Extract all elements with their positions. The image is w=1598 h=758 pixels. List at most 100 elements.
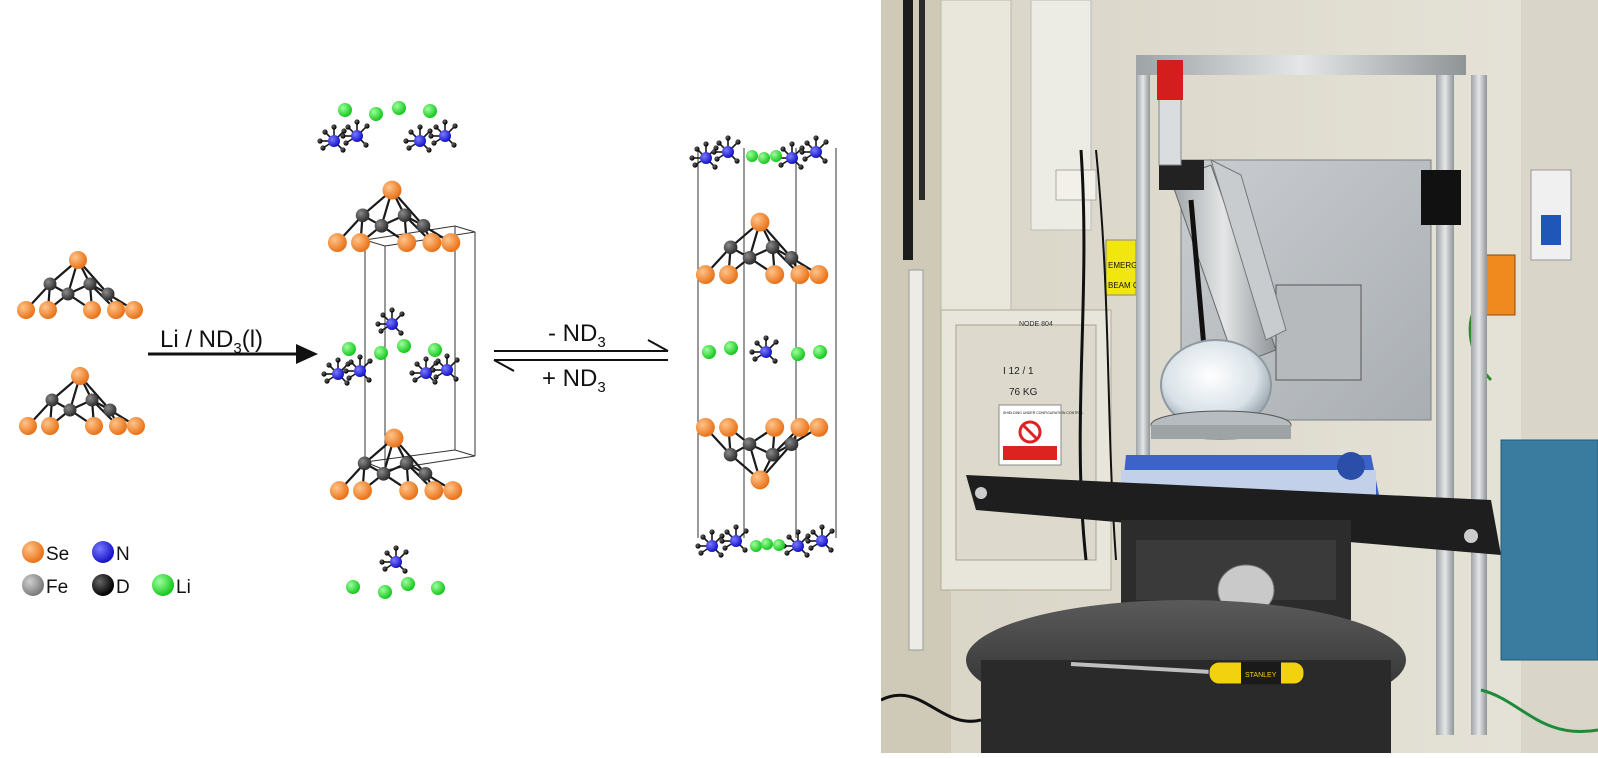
d-atom <box>804 140 810 146</box>
forward-label-subscript: 3 <box>233 340 241 357</box>
d-atom <box>772 358 778 364</box>
d-atom <box>348 359 354 365</box>
d-atom <box>324 378 330 384</box>
li-atom <box>750 540 762 552</box>
carbon-support-beam <box>966 475 1501 555</box>
d-atom <box>322 129 328 135</box>
d-atom <box>454 357 460 363</box>
d-atom <box>795 529 801 535</box>
d-atom <box>725 135 731 141</box>
fe-atom <box>399 456 414 471</box>
d-atom <box>340 133 346 139</box>
fe-atom <box>416 218 431 233</box>
li-atom <box>813 345 827 359</box>
d-atom <box>786 534 792 540</box>
n-atom <box>332 368 344 380</box>
n-atom <box>810 146 822 158</box>
n-atom <box>786 152 798 164</box>
se-atom <box>750 212 770 232</box>
fe-atom <box>765 240 780 255</box>
d-atom <box>714 156 720 162</box>
n-atom <box>706 540 718 552</box>
se-atom <box>327 233 347 253</box>
d-atom <box>399 311 405 317</box>
d-atom <box>320 145 326 151</box>
n-atom <box>351 130 363 142</box>
d-atom <box>805 533 811 539</box>
emergency-sign-line-2: BEAM C <box>1108 281 1139 290</box>
n-atom <box>390 556 402 568</box>
legend-n-label: N <box>116 544 130 565</box>
deammoniation-label: - ND3 <box>548 320 606 351</box>
se-atom <box>109 417 127 435</box>
d-atom <box>828 547 834 553</box>
d-atom <box>698 550 704 556</box>
fe-atom <box>784 437 799 452</box>
li-atom <box>392 101 406 115</box>
d-atom <box>430 367 436 373</box>
se-atom <box>69 251 87 269</box>
legend-fe-swatch <box>22 574 44 596</box>
se-atom <box>397 233 417 253</box>
fe-atom <box>101 287 115 301</box>
li-atom <box>423 104 437 118</box>
d-atom <box>378 328 384 334</box>
unit-cell-edge <box>364 225 456 241</box>
d-atom <box>321 371 327 377</box>
d-atom <box>427 128 433 134</box>
se-atom <box>809 417 829 437</box>
d-atom <box>773 339 779 345</box>
unit-cell-edge <box>454 449 476 457</box>
fe-atom <box>355 208 370 223</box>
reverse-top-main: - ND <box>548 320 597 347</box>
d-atom <box>763 335 769 341</box>
d-atom <box>734 158 740 164</box>
d-atom <box>409 370 415 376</box>
d-atom <box>382 566 388 572</box>
li-atom <box>401 577 415 591</box>
li-atom <box>758 152 770 164</box>
d-atom <box>692 162 698 168</box>
forward-label-tail: (l) <box>242 326 263 353</box>
d-atom <box>375 321 381 327</box>
li-atom <box>773 539 785 551</box>
li-atom <box>724 341 738 355</box>
fe-atom <box>61 287 75 301</box>
se-atom <box>399 481 419 501</box>
se-atom <box>424 481 444 501</box>
se-atom <box>39 301 57 319</box>
d-atom <box>689 155 695 161</box>
screwdriver-brand-label: STANLEY <box>1245 672 1277 679</box>
legend-li-swatch <box>152 574 174 596</box>
fe-atom <box>357 456 372 471</box>
d-atom <box>331 124 337 130</box>
d-atom <box>700 534 706 540</box>
d-atom <box>804 552 810 558</box>
d-atom <box>364 123 370 129</box>
d-atom <box>389 307 395 313</box>
legend-d-swatch <box>92 574 114 596</box>
d-atom <box>403 138 409 144</box>
d-atom <box>789 141 795 147</box>
fe-atom <box>397 208 412 223</box>
se-atom <box>765 265 785 285</box>
d-atom <box>317 138 323 144</box>
se-atom <box>695 265 715 285</box>
se-atom <box>443 481 463 501</box>
d-atom <box>363 142 369 148</box>
d-atom <box>403 549 409 555</box>
d-atom <box>335 357 341 363</box>
se-atom <box>750 470 770 490</box>
fe-atom <box>765 447 780 462</box>
fe-atom <box>376 466 391 481</box>
n-atom <box>730 535 742 547</box>
reverse-bottom-main: + ND <box>542 365 597 392</box>
li-atom <box>770 150 782 162</box>
d-atom <box>716 140 722 146</box>
d-atom <box>451 142 457 148</box>
ammoniation-label: + ND3 <box>542 365 606 396</box>
d-atom <box>406 145 412 151</box>
d-atom <box>346 375 352 381</box>
d-atom <box>808 545 814 551</box>
door-weight-label: 76 KG <box>1009 387 1038 398</box>
